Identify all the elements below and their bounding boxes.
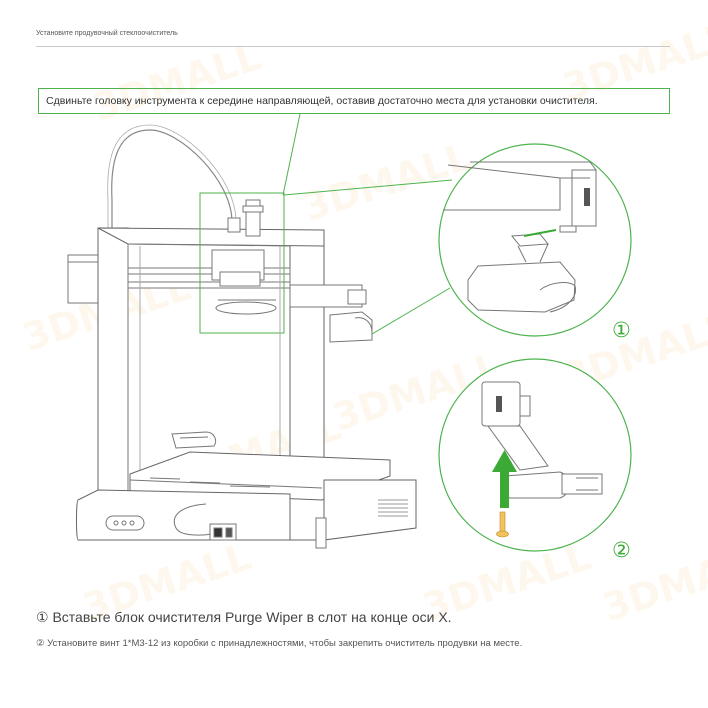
detail-circle-bottom [438,358,632,552]
header-divider [36,46,670,47]
instruction-callout: Сдвиньте головку инструмента к середине … [38,88,670,114]
instruction-callout-text: Сдвиньте головку инструмента к середине … [46,95,598,107]
step-number-1: ① [612,318,631,342]
page-header-title: Установите продувочный стеклоочиститель [36,30,178,37]
step-2-caption: ② Установите винт 1*M3-12 из коробки с п… [36,638,523,649]
detail-circle-top [438,143,632,337]
step-number-2: ② [612,538,631,562]
step-1-caption: ① Вставьте блок очистителя Purge Wiper в… [36,609,452,625]
